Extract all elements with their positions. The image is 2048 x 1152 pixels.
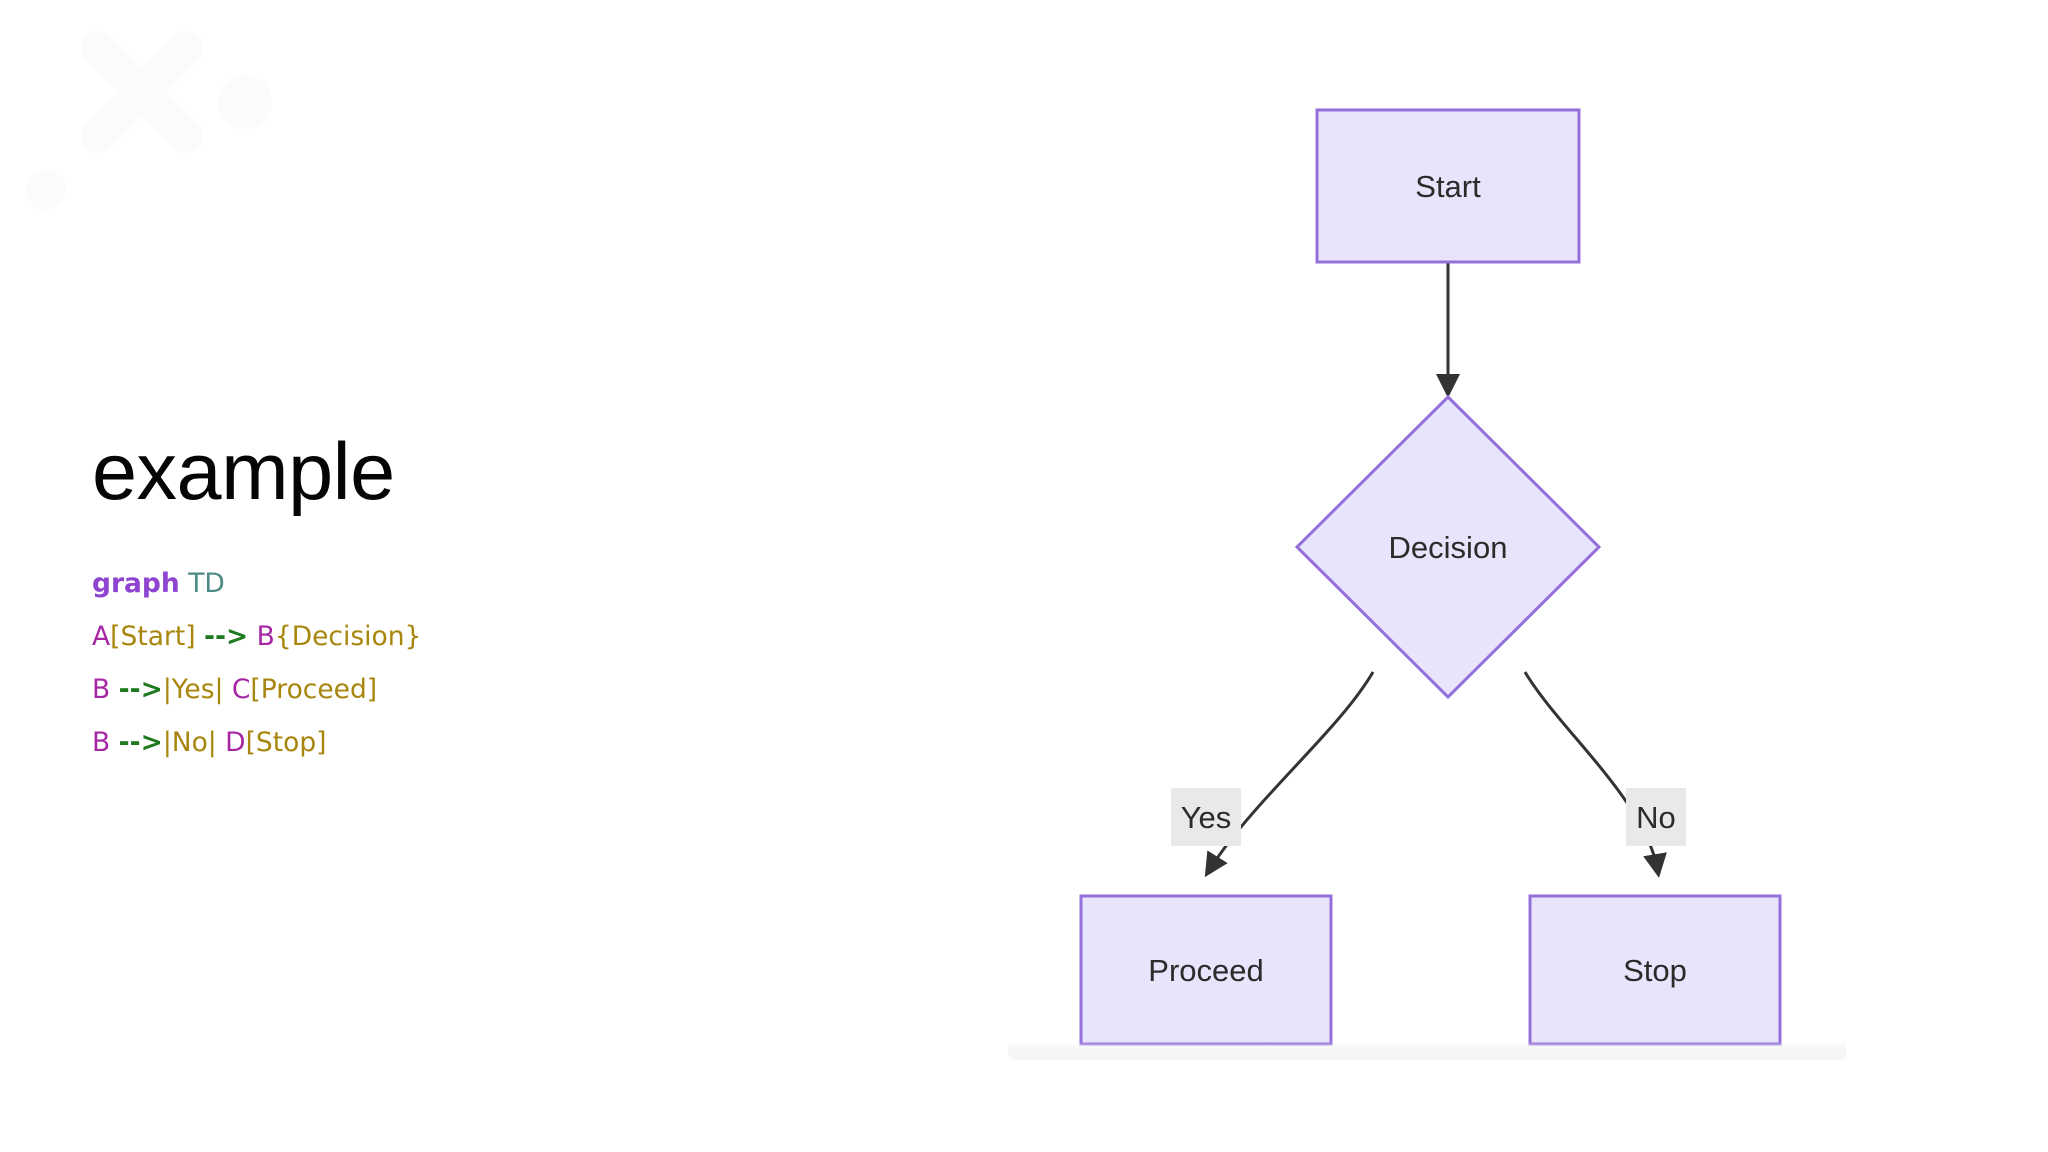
code-token-plain (180, 568, 188, 599)
edge-label-no-text: No (1636, 800, 1676, 835)
node-stop[interactable]: Stop (1528, 894, 1782, 1046)
code-token-id: C (231, 674, 251, 705)
edge-label-yes-bg (1171, 788, 1241, 846)
code-token-id: A (92, 621, 111, 652)
code-token-text: {Decision} (274, 621, 422, 652)
circle-large-icon (218, 75, 272, 129)
code-token-arrow: --> (118, 674, 163, 705)
code-token-arrow: --> (118, 727, 163, 758)
code-line: graph TD (92, 557, 912, 610)
code-token-plain (110, 727, 118, 758)
code-token-text: [Start] (110, 621, 196, 652)
node-start-shape[interactable] (1315, 108, 1581, 264)
brand-logo (26, 31, 272, 210)
edge-label-yes: Yes (1171, 788, 1241, 846)
code-token-arrow: --> (204, 621, 249, 652)
code-token-id: B (256, 621, 275, 652)
node-start[interactable]: Start (1315, 108, 1581, 264)
edge-label-no: No (1626, 788, 1686, 846)
code-line: A[Start] --> B{Decision} (92, 610, 912, 663)
node-stop-label: Stop (1623, 953, 1687, 988)
code-token-id: D (225, 727, 246, 758)
node-decision[interactable]: Decision (1294, 394, 1602, 700)
node-decision-shape[interactable] (1294, 394, 1602, 700)
x-cross-icon (81, 31, 203, 153)
code-token-plain (248, 621, 256, 652)
node-proceed[interactable]: Proceed (1079, 894, 1333, 1046)
node-decision-label: Decision (1389, 530, 1508, 565)
node-start-label: Start (1415, 169, 1481, 204)
edge-label-yes-text: Yes (1181, 800, 1232, 835)
edge-label-no-bg (1626, 788, 1686, 846)
code-token-plain (217, 727, 225, 758)
circle-small-icon (26, 170, 66, 210)
code-token-text: [Stop] (245, 727, 327, 758)
code-token-plain (110, 674, 118, 705)
code-token-id: B (92, 674, 111, 705)
flowchart-diagram: Yes No Start Decision Proceed Stop (1008, 60, 1888, 1070)
code-line: B -->|Yes| C[Proceed] (92, 663, 912, 716)
code-token-dir: TD (188, 568, 225, 599)
node-proceed-label: Proceed (1148, 953, 1263, 988)
code-token-pipe: |Yes| (162, 674, 224, 705)
code-token-text: [Proceed] (250, 674, 378, 705)
code-token-plain (196, 621, 204, 652)
code-token-pipe: |No| (162, 727, 217, 758)
code-token-plain (223, 674, 231, 705)
flowchart-svg: Yes No Start Decision Proceed Stop (1079, 108, 1782, 1046)
code-token-id: B (92, 727, 111, 758)
code-line: B -->|No| D[Stop] (92, 716, 912, 769)
page-title: example (92, 427, 395, 517)
code-token-kw: graph (92, 568, 180, 599)
